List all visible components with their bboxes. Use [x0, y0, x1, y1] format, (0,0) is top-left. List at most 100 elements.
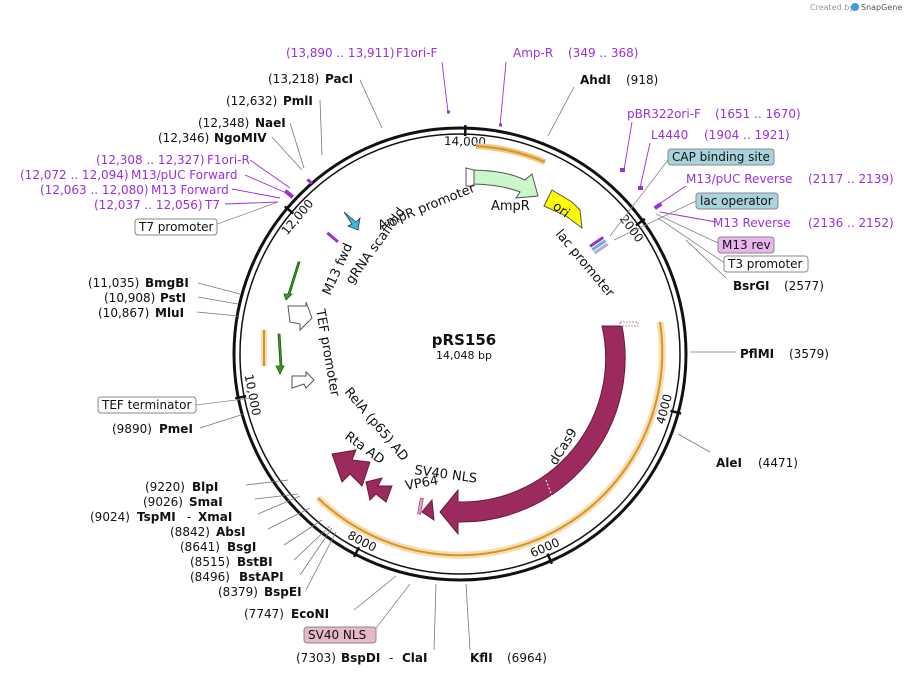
primer-f1ori-f-range: (13,890 .. 13,911): [286, 46, 395, 60]
tef-terminator-label[interactable]: TEF terminator: [101, 398, 191, 412]
m13-rev-label[interactable]: M13 rev: [722, 238, 771, 252]
ampr-label: AmpR: [491, 199, 530, 214]
orange-feature-arcs: [261, 143, 666, 559]
site-bspei-pos: (8379): [218, 585, 258, 599]
sv40-nls-box-label[interactable]: SV40 NLS: [308, 628, 366, 642]
site-bstbi-pos: (8515): [190, 555, 230, 569]
primer-m13puc-rev-range: (2117 .. 2139): [808, 172, 894, 186]
site-pflmi[interactable]: PflMI: [740, 347, 774, 361]
site-naei[interactable]: NaeI: [255, 116, 286, 130]
primer-m13-forward-range: (12,063 .. 12,080): [40, 183, 149, 197]
tick-label: 12,000: [279, 197, 317, 238]
site-paci[interactable]: PacI: [325, 72, 353, 86]
green-arrow-2: [275, 333, 285, 375]
tick-mark: [670, 409, 682, 415]
site-pmli[interactable]: PmlI: [283, 94, 313, 108]
site-blpi[interactable]: BlpI: [192, 480, 218, 494]
tef-promoter-arrow-2: [291, 370, 315, 389]
lac-marks: [589, 236, 609, 255]
site-bspdi-sep: -: [389, 651, 393, 665]
site-ngomiv[interactable]: NgoMIV: [214, 131, 267, 145]
site-smai-pos: (9026): [143, 495, 183, 509]
primer-m13-reverse-range: (2136 .. 2152): [808, 216, 894, 230]
site-mlui-pos: (10,867): [98, 306, 149, 320]
primer-m13puc-fwd[interactable]: M13/pUC Forward: [131, 168, 238, 182]
lac-operator-label[interactable]: lac operator: [700, 194, 773, 208]
site-bsgi-pos: (8641): [180, 540, 220, 554]
cap-binding-site-label[interactable]: CAP binding site: [672, 150, 770, 164]
site-naei-pos: (12,348): [198, 116, 249, 130]
site-ahdi-pos: (918): [626, 73, 658, 87]
snapgene-logo-icon: [851, 3, 859, 11]
site-alei-pos: (4471): [758, 456, 798, 470]
box-leaders: [195, 159, 727, 637]
site-bsrgi[interactable]: BsrGI: [733, 279, 770, 293]
t3-promoter-box: [723, 255, 809, 273]
site-pmei-pos: (9890): [112, 422, 152, 436]
site-clai[interactable]: ClaI: [402, 651, 427, 665]
site-bspdi[interactable]: BspDI: [341, 651, 380, 665]
primer-l4440-range: (1904 .. 1921): [704, 128, 790, 142]
site-mlui[interactable]: MluI: [155, 306, 184, 320]
site-bmgbi-pos: (11,035): [88, 276, 139, 290]
site-tspmi-sep: -: [187, 510, 191, 524]
dcas9-break: [545, 479, 553, 497]
site-absi[interactable]: AbsI: [216, 525, 245, 539]
site-kfli[interactable]: KflI: [470, 651, 493, 665]
primer-m13-forward[interactable]: M13 Forward: [151, 183, 229, 197]
primer-f1ori-r[interactable]: F1ori-R: [207, 153, 250, 167]
site-bstbi[interactable]: BstBI: [237, 555, 273, 569]
lac-promoter-label: lac promoter: [552, 227, 617, 301]
primer-pbr322ori-f[interactable]: pBR322ori-F: [627, 107, 701, 121]
tick-label: 10,000: [242, 373, 264, 417]
site-bsgi[interactable]: BsgI: [227, 540, 256, 554]
site-alei[interactable]: AleI: [716, 456, 742, 470]
primer-m13-reverse[interactable]: M13 Reverse: [713, 216, 791, 230]
site-tspmi[interactable]: TspMI: [137, 510, 176, 524]
ampr-arrow: [467, 169, 539, 199]
primer-f1ori-f[interactable]: F1ori-F: [396, 46, 437, 60]
primer-labels: (13,890 .. 13,911) F1ori-F Amp-R (349 ..…: [20, 46, 894, 230]
backbone-outer-ring: [232, 126, 688, 582]
dcas9-arrow: [439, 325, 626, 536]
site-bstapi-pos: (8496): [190, 570, 230, 584]
t7-promoter-label[interactable]: T7 promoter: [138, 220, 214, 234]
dcas9-start-mark: [619, 321, 639, 327]
t3-promoter-label[interactable]: T3 promoter: [727, 257, 803, 271]
site-bmgbi[interactable]: BmgBI: [145, 276, 189, 290]
plasmid-size: 14,048 bp: [436, 349, 492, 362]
vp64-arrow: [421, 498, 435, 522]
site-bstapi[interactable]: BstAPI: [239, 570, 284, 584]
primer-t7[interactable]: T7: [204, 198, 220, 212]
site-psti-pos: (10,908): [104, 291, 155, 305]
primer-f1ori-r-range: (12,308 .. 12,327): [96, 153, 205, 167]
primer-l4440[interactable]: L4440: [651, 128, 688, 142]
site-paci-pos: (13,218): [268, 72, 319, 86]
site-pmli-pos: (12,632): [226, 94, 277, 108]
tef-promoter-label: TEF promoter: [312, 307, 342, 398]
primer-pbr322ori-f-range: (1651 .. 1670): [715, 107, 801, 121]
site-bspdi-pos: (7303): [296, 651, 336, 665]
primer-m13puc-rev[interactable]: M13/pUC Reverse: [686, 172, 793, 186]
site-ahdi[interactable]: AhdI: [580, 73, 611, 87]
vp64-label: VP64: [404, 473, 439, 494]
tef-terminator-box: [97, 396, 197, 414]
site-absi-pos: (8842): [170, 525, 210, 539]
site-xmai[interactable]: XmaI: [198, 510, 232, 524]
primer-m13puc-fwd-range: (12,072 .. 12,094): [20, 168, 129, 182]
ampr-promoter-arrow: [465, 167, 475, 187]
tef-promoter-arrow-1: [287, 301, 313, 332]
site-smai[interactable]: SmaI: [189, 495, 223, 509]
site-pmei[interactable]: PmeI: [159, 422, 193, 436]
site-econi[interactable]: EcoNI: [291, 607, 329, 621]
grna-scaffold-arrow: [343, 211, 361, 231]
tick-label: 2000: [617, 212, 646, 245]
site-kfli-pos: (6964): [507, 651, 547, 665]
primer-amp-r[interactable]: Amp-R: [513, 46, 553, 60]
sv40-nls-mark: [417, 497, 424, 515]
site-psti[interactable]: PstI: [160, 291, 186, 305]
backbone-inner-ring: [239, 133, 681, 575]
m13-rev-box: [717, 236, 775, 254]
credit-brand: SnapGene: [861, 3, 902, 12]
site-bspei[interactable]: BspEI: [264, 585, 302, 599]
